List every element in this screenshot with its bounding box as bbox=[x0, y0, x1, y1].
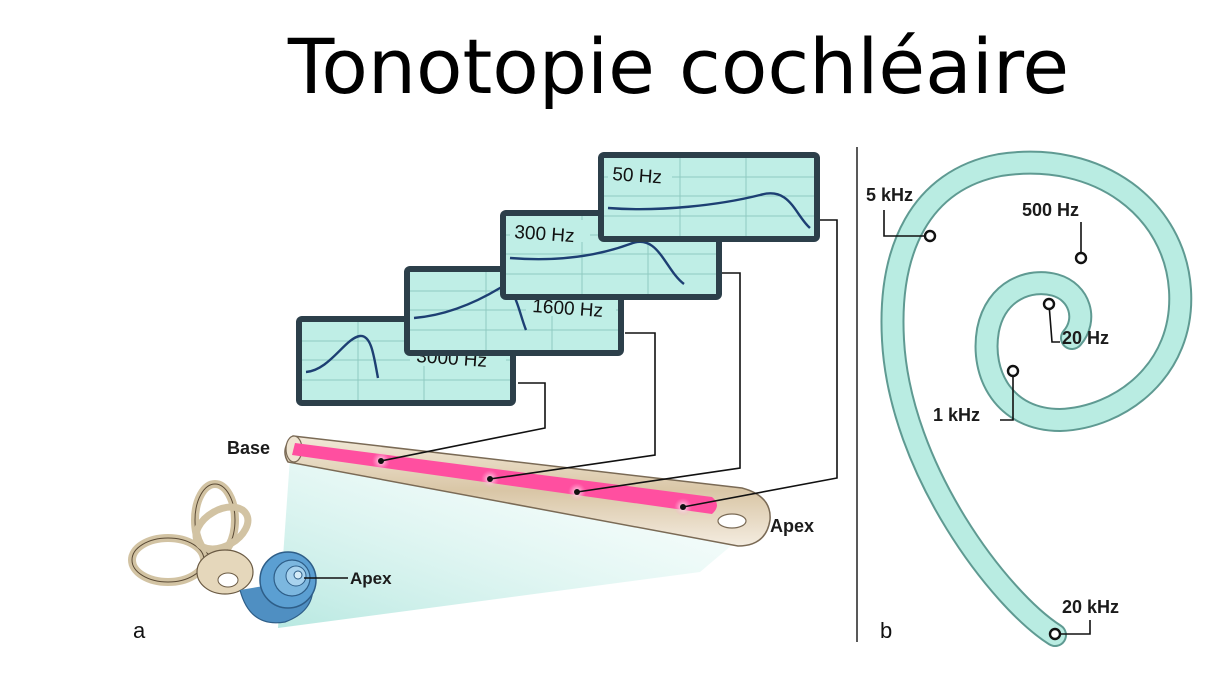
label-20hz: 20 Hz bbox=[1062, 328, 1109, 348]
tuning-curve-300hz bbox=[509, 240, 685, 285]
inner-ear-illustration bbox=[128, 480, 317, 624]
place-marker-1600hz bbox=[487, 476, 493, 482]
place-marker-50hz bbox=[680, 504, 686, 510]
cochlear-spiral bbox=[880, 150, 1193, 647]
graph-label-1600hz: 1600 Hz bbox=[532, 296, 604, 322]
spiral-marker-1khz bbox=[1006, 364, 1020, 378]
graph-connectors bbox=[380, 219, 838, 508]
label-5khz: 5 kHz bbox=[866, 185, 913, 205]
place-marker-300hz bbox=[574, 489, 580, 495]
tuning-curve-3000hz bbox=[305, 334, 380, 379]
projection-beam bbox=[278, 458, 745, 628]
graph-50hz: 50 Hz bbox=[598, 152, 820, 242]
tuning-curve-1600hz bbox=[413, 286, 528, 331]
panel-a-letter: a bbox=[133, 618, 146, 643]
label-20khz: 20 kHz bbox=[1062, 597, 1119, 617]
spiral-marker-20hz bbox=[1042, 297, 1056, 311]
label-500hz: 500 Hz bbox=[1022, 200, 1079, 220]
label-base: Base bbox=[227, 438, 270, 458]
slide-title: Tonotopie cochléaire bbox=[287, 22, 1070, 111]
label-apex-ear: Apex bbox=[350, 569, 392, 588]
panel-b-letter: b bbox=[880, 618, 892, 643]
tuning-curve-50hz bbox=[607, 192, 811, 229]
graph-label-300hz: 300 Hz bbox=[514, 222, 576, 247]
label-1khz: 1 kHz bbox=[933, 405, 980, 425]
spiral-marker-20khz bbox=[1048, 627, 1062, 641]
spiral-marker-5khz bbox=[923, 229, 937, 243]
spiral-marker-500hz bbox=[1074, 251, 1088, 265]
place-marker-3000hz bbox=[378, 458, 384, 464]
basilar-membrane bbox=[292, 443, 717, 514]
label-apex-tube: Apex bbox=[770, 516, 814, 536]
graph-label-50hz: 50 Hz bbox=[612, 164, 663, 188]
